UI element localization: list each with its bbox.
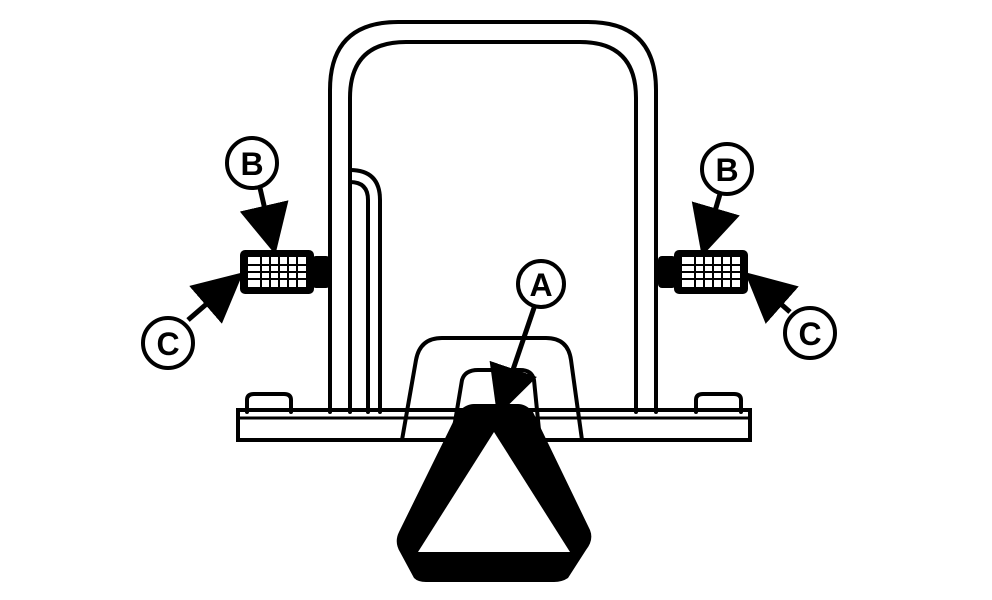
callout-b-right-label: B [715,152,738,188]
arrow-c-left [186,272,244,324]
callout-a-label: A [529,267,552,303]
arrow-b-right [691,193,740,257]
callout-a: A [516,259,566,309]
mounting-tab-left [245,392,293,414]
callout-b-right: B [700,142,754,196]
inner-side-bar [348,168,382,414]
callout-b-left-label: B [240,146,263,182]
callout-c-right: C [783,306,837,360]
smv-emblem [396,404,592,582]
lamp-left [240,250,330,294]
mounting-tab-right [694,392,743,414]
callout-b-left: B [225,136,279,190]
roll-bar-frame [328,20,658,414]
callout-c-left: C [141,316,195,370]
lamp-right [658,250,748,294]
arrow-b-left [239,187,289,255]
arrow-c-right [744,272,799,324]
callout-c-left-label: C [156,326,179,362]
callout-c-right-label: C [798,316,821,352]
arrow-a [489,304,538,417]
